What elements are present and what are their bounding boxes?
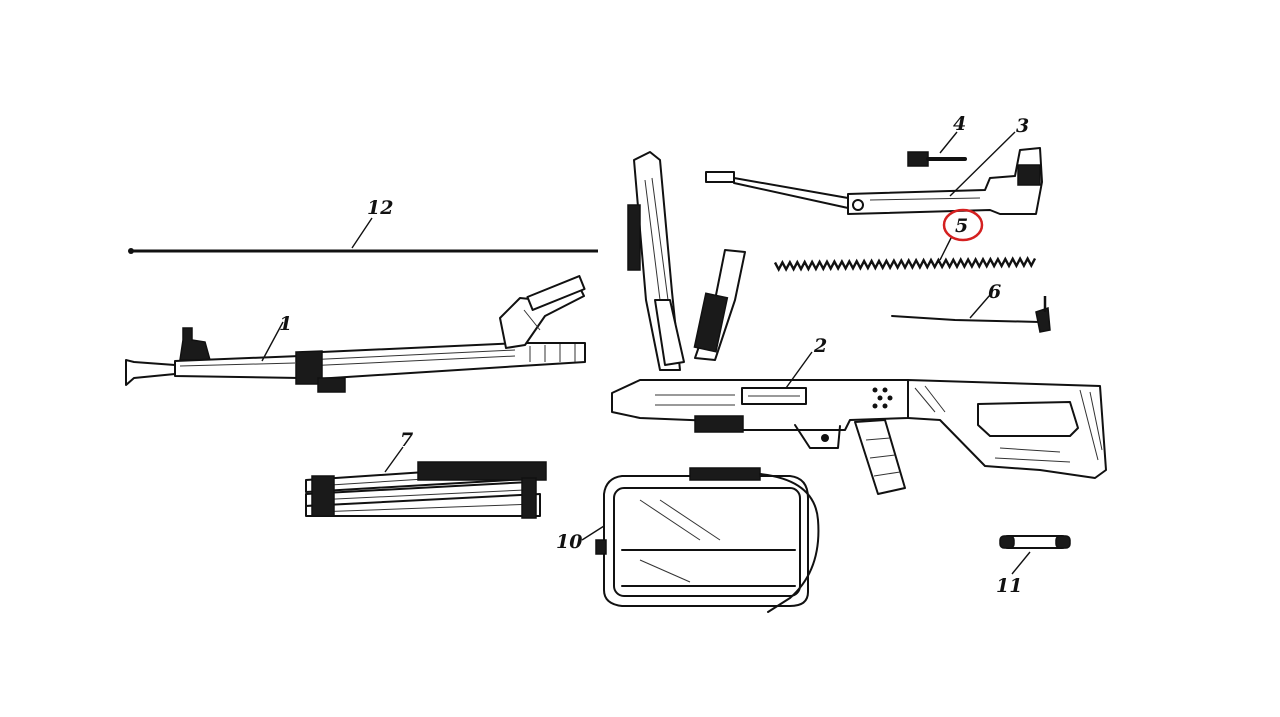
part-6-guide-rod: 6 bbox=[891, 281, 1051, 333]
part-5-recoil-spring: 5 bbox=[773, 208, 1037, 272]
part-10-ammo-box: 10 bbox=[556, 467, 820, 613]
label-11: 11 bbox=[996, 575, 1022, 597]
part-1-barrel: 1 bbox=[125, 275, 586, 393]
label-1: 1 bbox=[279, 313, 292, 335]
part-4-pin: 4 bbox=[907, 113, 967, 167]
part-7-bipod: 7 bbox=[305, 429, 547, 519]
part-2-receiver-with-stock: 2 bbox=[611, 151, 1107, 495]
label-4: 4 bbox=[953, 113, 966, 135]
label-6: 6 bbox=[988, 281, 1001, 303]
part-11-axis-pin: 11 bbox=[996, 535, 1071, 597]
label-10: 10 bbox=[556, 531, 582, 553]
label-7: 7 bbox=[400, 429, 413, 451]
label-3: 3 bbox=[1016, 115, 1029, 137]
label-12: 12 bbox=[367, 197, 393, 219]
label-5: 5 bbox=[955, 215, 968, 237]
part-3-bolt-carrier: 3 bbox=[705, 115, 1043, 215]
label-2: 2 bbox=[813, 335, 827, 357]
part-12-cleaning-rod: 12 bbox=[128, 197, 598, 254]
highlight-circle bbox=[942, 208, 984, 242]
receiver-rivets bbox=[872, 387, 893, 409]
